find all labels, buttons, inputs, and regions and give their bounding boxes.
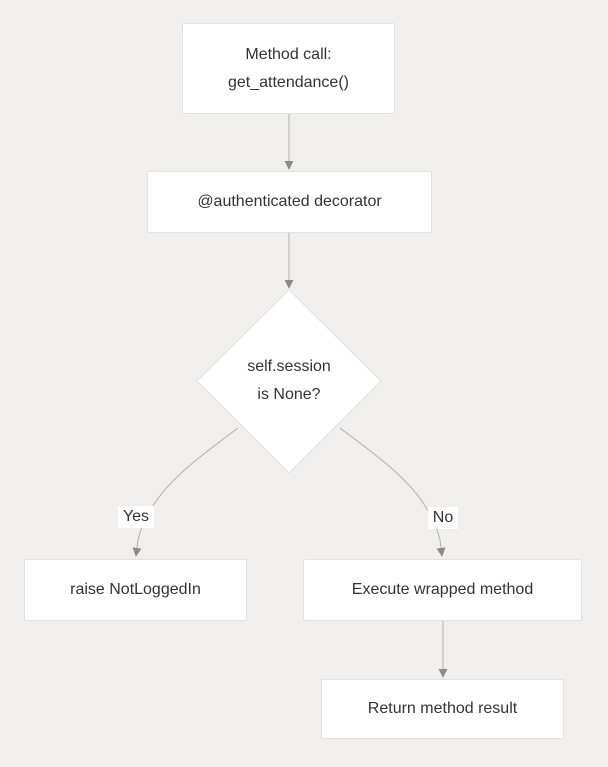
node-return-method-result-label: Return method result — [367, 700, 518, 717]
node-execute-wrapped-method: Execute wrapped method — [303, 559, 582, 621]
node-decision-line1: self.session — [247, 358, 331, 375]
node-method-call: Method call: get_attendance() — [182, 23, 395, 114]
node-method-call-line1: Method call: — [245, 45, 332, 63]
node-raise-notloggedin-label: raise NotLoggedIn — [70, 581, 201, 598]
node-method-call-line2: get_attendance() — [228, 73, 349, 91]
node-decision-line2: is None? — [257, 386, 321, 403]
edge-label-yes: Yes — [117, 506, 155, 528]
edge-label-no: No — [427, 507, 459, 529]
decision-diamond-shape — [196, 289, 382, 474]
node-decision: self.session is None? — [209, 352, 369, 410]
edge-yes — [132, 427, 239, 557]
node-authenticated-decorator-label: @authenticated decorator — [197, 193, 382, 210]
node-return-method-result: Return method result — [321, 679, 564, 739]
node-raise-notloggedin: raise NotLoggedIn — [24, 559, 247, 621]
node-execute-wrapped-method-label: Execute wrapped method — [351, 581, 534, 598]
node-authenticated-decorator: @authenticated decorator — [147, 171, 432, 233]
edge-no — [339, 427, 446, 557]
